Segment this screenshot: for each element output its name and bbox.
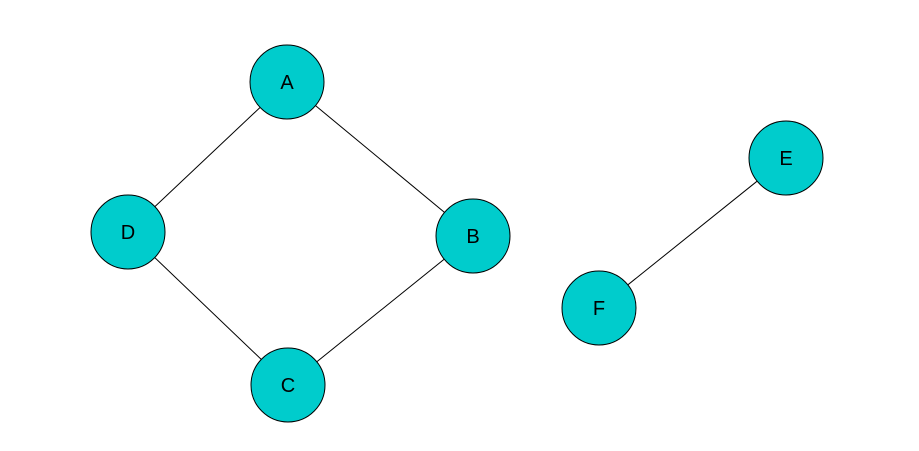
node-circle-C[interactable] bbox=[250, 347, 326, 423]
edge-C-B bbox=[287, 235, 474, 386]
node-label-E: E bbox=[779, 148, 792, 170]
node-F[interactable]: F bbox=[561, 270, 637, 346]
node-E[interactable]: E bbox=[748, 120, 824, 196]
node-circle-F[interactable] bbox=[561, 270, 637, 346]
node-circle-E[interactable] bbox=[748, 120, 824, 196]
node-label-B: B bbox=[466, 226, 479, 248]
node-circle-A[interactable] bbox=[249, 44, 325, 120]
node-label-A: A bbox=[280, 72, 294, 94]
node-A[interactable]: A bbox=[249, 44, 325, 120]
node-label-F: F bbox=[593, 298, 605, 320]
node-C[interactable]: C bbox=[250, 347, 326, 423]
node-label-C: C bbox=[281, 375, 295, 397]
edge-A-B bbox=[286, 81, 474, 237]
node-D[interactable]: D bbox=[90, 194, 166, 270]
node-circle-B[interactable] bbox=[435, 198, 511, 274]
edge-F-E bbox=[598, 157, 787, 309]
nodes-layer: A B C D E F bbox=[90, 44, 824, 423]
node-B[interactable]: B bbox=[435, 198, 511, 274]
node-circle-D[interactable] bbox=[90, 194, 166, 270]
node-label-D: D bbox=[121, 222, 135, 244]
